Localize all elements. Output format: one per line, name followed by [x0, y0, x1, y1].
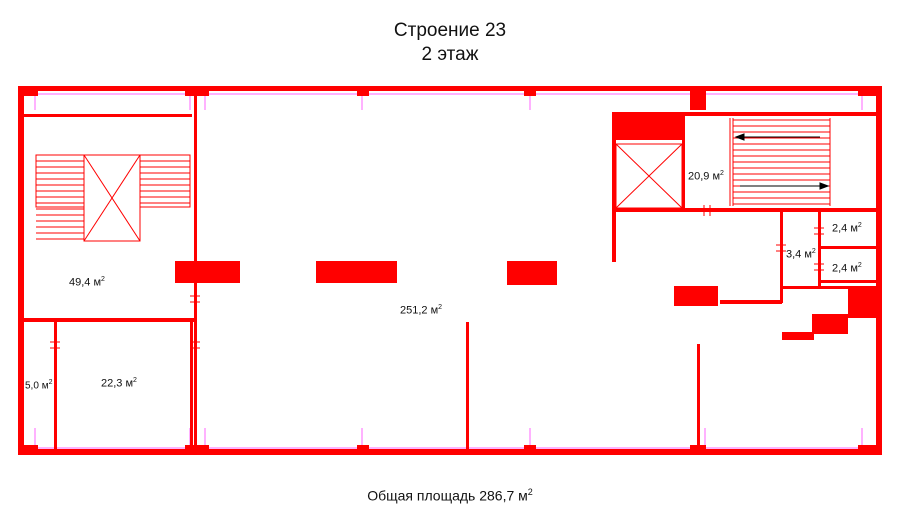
area-stair-right: 20,9 м2 — [688, 170, 724, 183]
exterior-walls — [18, 86, 882, 455]
door-marks — [50, 205, 824, 349]
area-stair-left: 49,4 м2 — [69, 276, 105, 289]
building-title: Строение 23 — [393, 20, 507, 41]
area-office: 22,3 м2 — [101, 377, 137, 390]
area-wc-2: 2,4 м2 — [832, 262, 862, 275]
windows — [34, 88, 863, 453]
area-wc-lobby: 3,4 м2 — [786, 248, 816, 261]
total-area: Общая площадь 286,7 м2 — [367, 487, 533, 504]
area-closet: 5,0 м2 — [25, 379, 53, 392]
area-main: 251,2 м2 — [400, 304, 443, 317]
left-staircase — [35, 154, 191, 242]
columns — [175, 261, 557, 285]
elevator-shaft — [615, 143, 683, 209]
stair-arrows — [734, 133, 830, 190]
area-wc-1: 2,4 м2 — [832, 222, 862, 235]
interior-walls — [22, 92, 882, 450]
floor-title: 2 этаж — [421, 44, 479, 65]
right-staircase — [729, 118, 831, 206]
